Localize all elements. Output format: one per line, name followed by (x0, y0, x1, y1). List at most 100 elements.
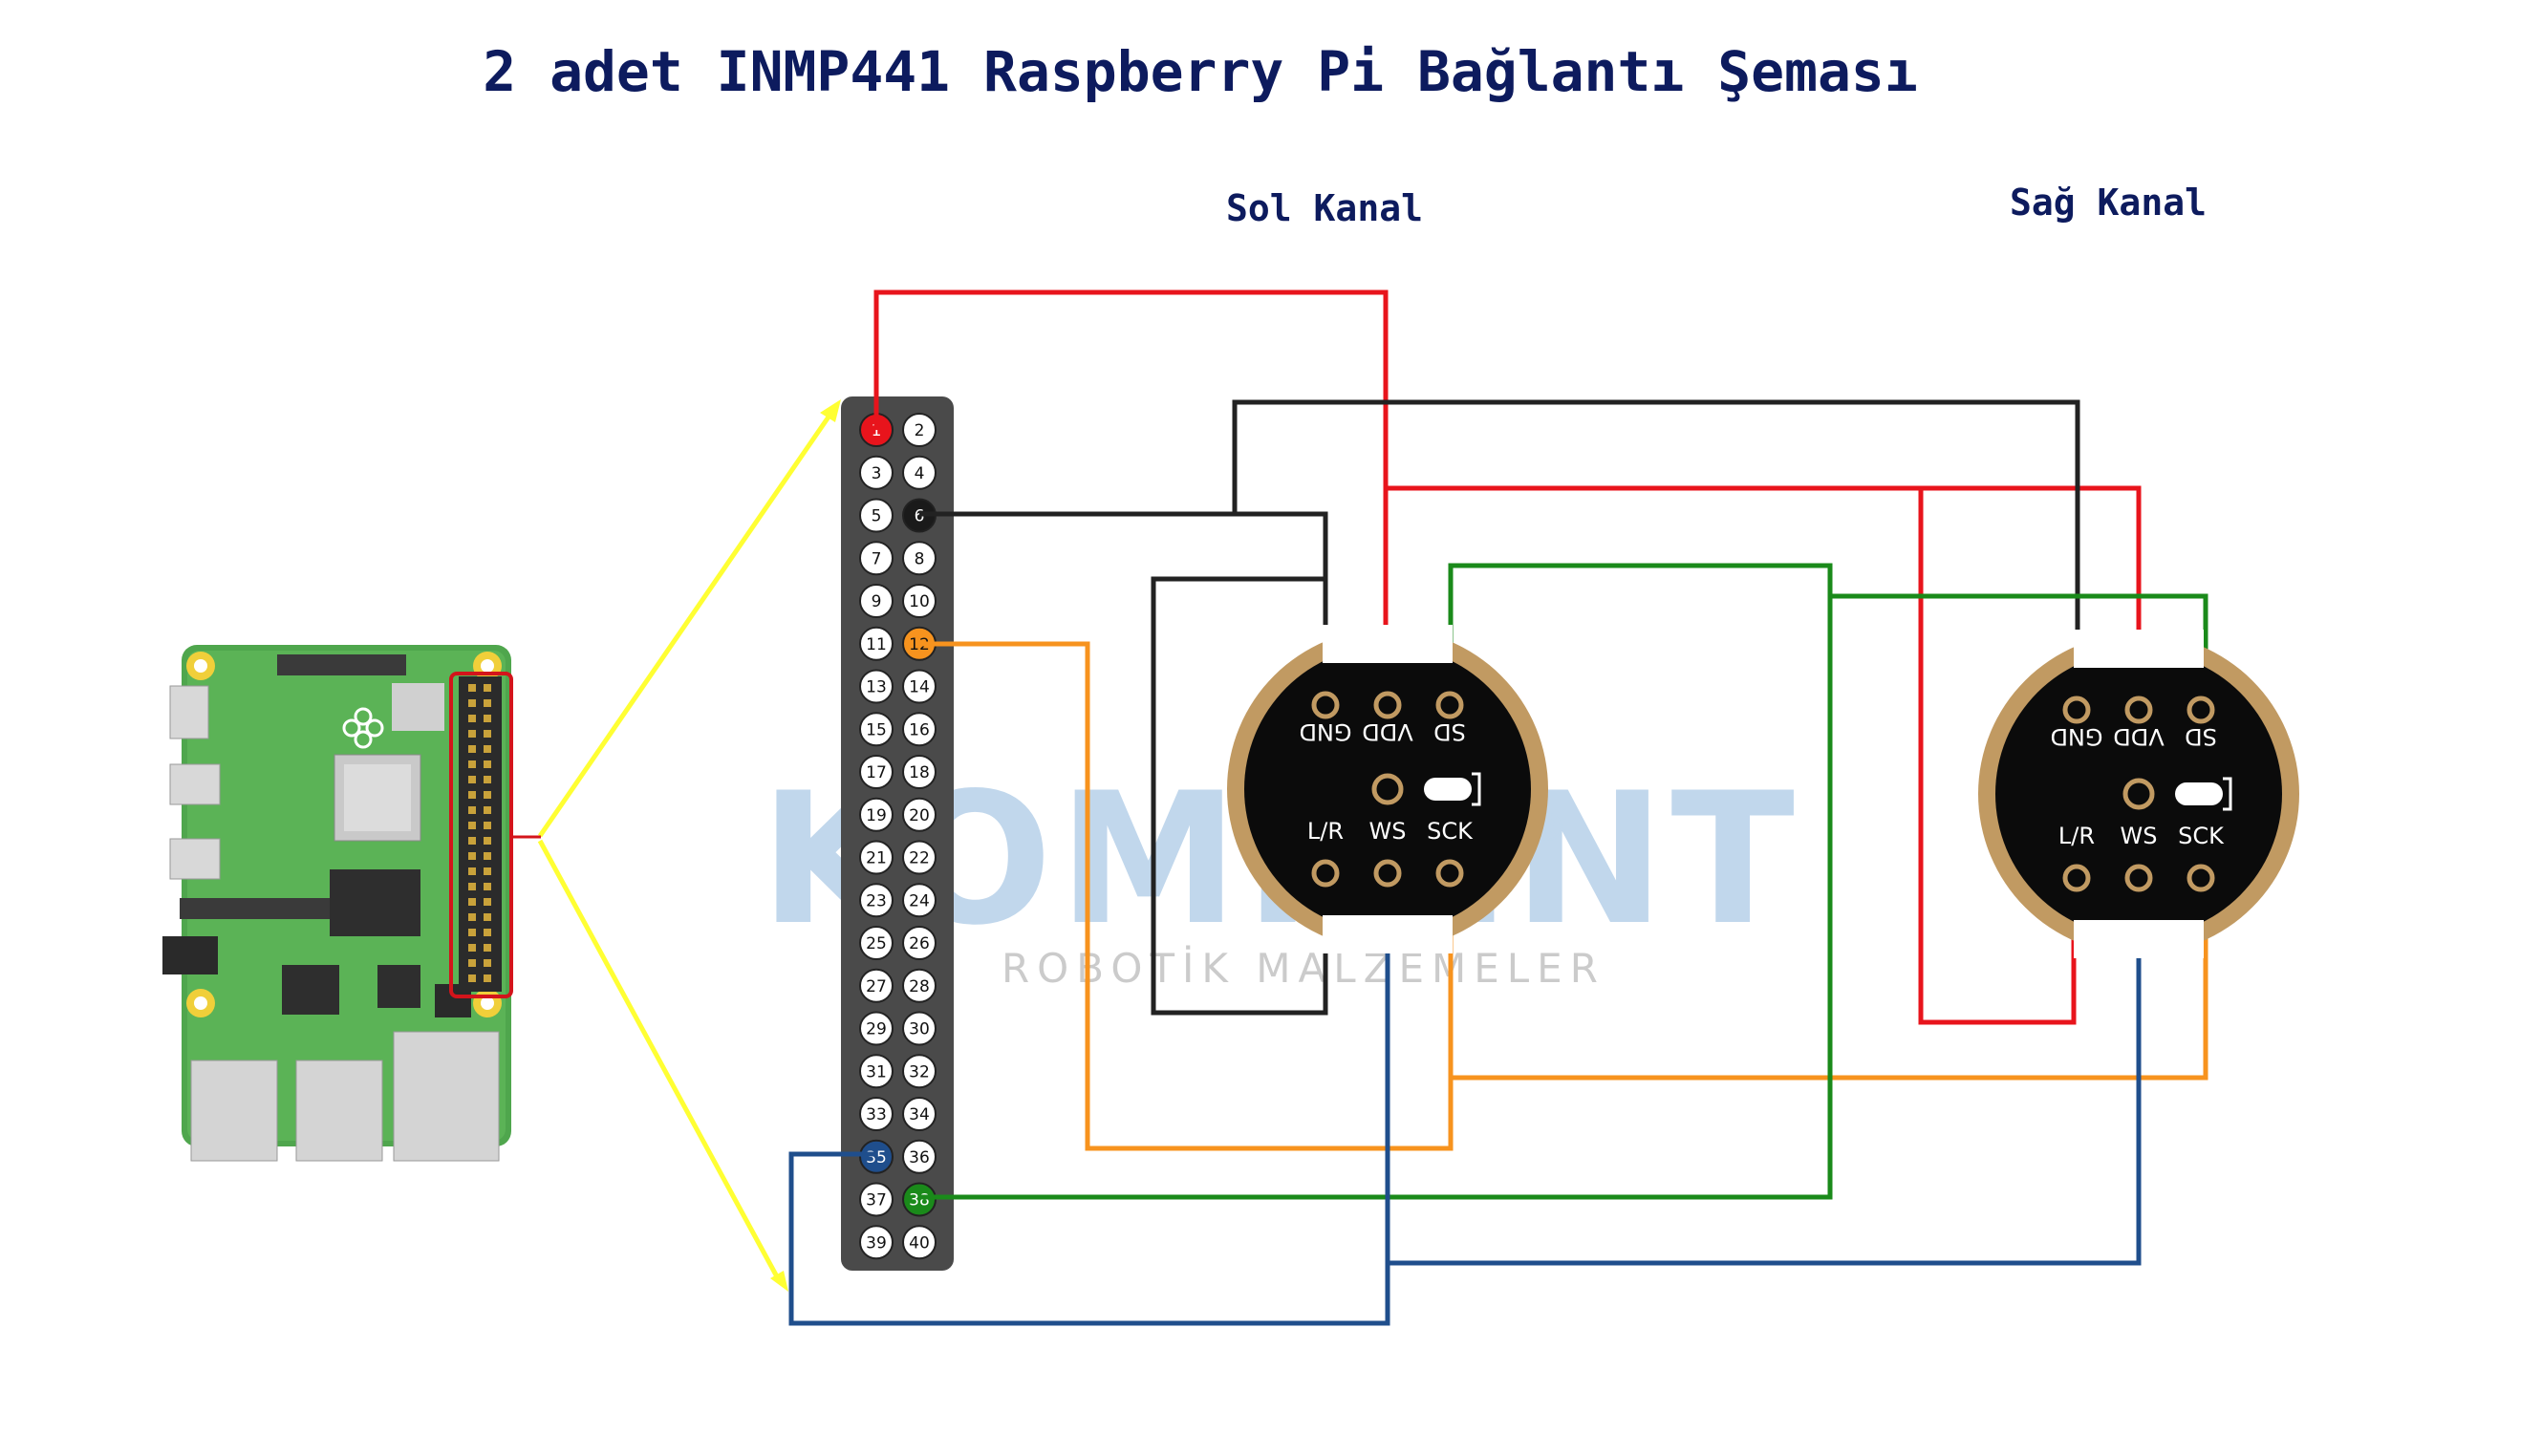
gpio-pin-label: 23 (866, 891, 887, 910)
gpio-pin-circle (859, 498, 894, 533)
raspberry-logo-icon (342, 707, 384, 749)
gpio-pin-label: 13 (866, 678, 887, 697)
mic-label-sd: SD (2185, 723, 2217, 750)
gpio-pin-label: 26 (909, 934, 930, 953)
gpio-header (841, 396, 954, 1271)
gpio-pin-35: 35 (859, 1139, 894, 1174)
gpio-pin-11: 11 (859, 626, 894, 661)
gpio-pin-circle (902, 413, 937, 447)
gpio-pin-37: 37 (859, 1182, 894, 1217)
right-channel-label: Sağ Kanal (2010, 182, 2207, 224)
gpio-pin-circle (859, 968, 894, 1003)
gpio-pin-26: 26 (902, 926, 937, 960)
mic-pad-gnd (2062, 696, 2091, 724)
gpio-pin-17: 17 (859, 755, 894, 789)
gpio-pin-circle (859, 455, 894, 490)
gpio-pin-circle (859, 1182, 894, 1217)
gpio-pin-circle (902, 455, 937, 490)
diagram-title: 2 adet INMP441 Raspberry Pi Bağlantı Şem… (483, 39, 1918, 104)
gpio-pin-22: 22 (902, 840, 937, 875)
gpio-pin-circle (859, 541, 894, 576)
gpio-pin-label: 10 (909, 592, 930, 611)
mic-label-lr: L/R (2058, 823, 2095, 849)
gpio-pin-2: 2 (902, 413, 937, 447)
gpio-pin-label: 39 (866, 1233, 887, 1253)
mic-label-vdd: VDD (1362, 718, 1412, 745)
gpio-pin-label: 14 (909, 678, 930, 697)
gpio-pin-circle (859, 1225, 894, 1260)
gpio-pin-label: 4 (915, 464, 925, 483)
gpio-pin-13: 13 (859, 669, 894, 704)
gpio-pin-29: 29 (859, 1011, 894, 1046)
gpio-pin-7: 7 (859, 541, 894, 576)
gpio-pin-3: 3 (859, 455, 894, 490)
gpio-pin-label: 22 (909, 849, 930, 868)
gpio-pin-circle (859, 755, 894, 789)
gpio-pin-circle (859, 883, 894, 918)
gpio-pin-label: 29 (866, 1020, 887, 1039)
mic-pad-sck (2187, 864, 2215, 892)
gpio-pin-label: 16 (909, 720, 930, 739)
wire-lr-left (1151, 576, 1328, 1016)
mic-label-ws: WS (2121, 823, 2158, 849)
gpio-pin-31: 31 (859, 1054, 894, 1089)
mic-label-sck: SCK (2178, 823, 2225, 849)
gpio-pin-label: 3 (872, 464, 882, 483)
gpio-pin-circle (859, 1054, 894, 1089)
gpio-pin-label: 17 (866, 763, 887, 782)
wire-ws-left (788, 884, 1390, 1326)
gpio-pin-circle (859, 840, 894, 875)
wire-sck-left (919, 641, 1454, 1151)
gpio-pin-label: 37 (866, 1191, 887, 1210)
gpio-pin-5: 5 (859, 498, 894, 533)
gpio-pin-circle (859, 1011, 894, 1046)
gpio-pin-label: 15 (866, 720, 887, 739)
gpio-pin-23: 23 (859, 883, 894, 918)
gpio-pin-label: 33 (866, 1105, 887, 1124)
mic-label-sck: SCK (1427, 818, 1474, 845)
mic-label-lr: L/R (1307, 818, 1344, 845)
gpio-pin-circle (902, 1054, 937, 1089)
gpio-pin-circle (902, 926, 937, 960)
gpio-pin-label: 35 (866, 1148, 887, 1167)
gpio-pin-label: 2 (915, 421, 925, 440)
gpio-pin-label: 28 (909, 977, 930, 996)
gpio-pin-36: 36 (902, 1139, 937, 1174)
gpio-pin-circle (859, 712, 894, 747)
mic-center-pad (2122, 778, 2155, 810)
gpio-pin-label: 21 (866, 849, 887, 868)
pointer-arrows (511, 399, 841, 1292)
wire-sd (919, 563, 1833, 1200)
gpio-pin-circle (902, 797, 937, 832)
gpio-pin-circle (902, 541, 937, 576)
gpio-pin-label: 5 (872, 507, 882, 526)
gpio-pin-label: 31 (866, 1062, 887, 1081)
gpio-pin-circle (859, 669, 894, 704)
gpio-pin-circle (859, 626, 894, 661)
gpio-pin-label: 20 (909, 806, 930, 825)
gpio-pin-10: 10 (902, 584, 937, 618)
gpio-pin-20: 20 (902, 797, 937, 832)
gpio-pin-circle (859, 926, 894, 960)
mic-pad-vdd (2124, 696, 2153, 724)
gpio-pin-label: 1 (872, 421, 882, 440)
gpio-pin-circle (859, 584, 894, 618)
gpio-pin-circle (859, 1097, 894, 1131)
gpio-pin-circle (902, 1225, 937, 1260)
gpio-pin-label: 34 (909, 1105, 930, 1124)
gpio-pin-15: 15 (859, 712, 894, 747)
gpio-pin-14: 14 (902, 669, 937, 704)
mic-pad-gnd (1311, 691, 1340, 719)
wire-vdd-left (873, 289, 1389, 705)
mic-center-pad (1371, 773, 1404, 805)
mic-body (1995, 651, 2282, 937)
mic-label-sd: SD (1433, 718, 1466, 745)
gpio-pin-32: 32 (902, 1054, 937, 1089)
gpio-pin-40: 40 (902, 1225, 937, 1260)
gpio-pin-circle (902, 968, 937, 1003)
gpio-pin-circle (859, 1139, 894, 1174)
gpio-pin-circle (902, 1139, 937, 1174)
